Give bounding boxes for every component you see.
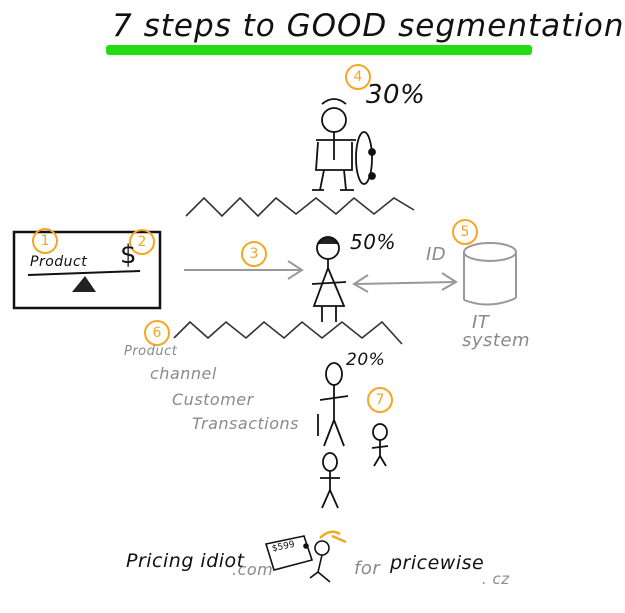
zigzag-divider-top xyxy=(185,196,415,218)
step-badge-1: 1 xyxy=(32,228,58,254)
id-label: ID xyxy=(426,244,447,265)
segment-percent-top: 30% xyxy=(366,80,426,110)
step-badge-3: 3 xyxy=(241,241,267,267)
id-double-arrow xyxy=(352,272,458,293)
person-icon xyxy=(320,452,340,509)
footer-brand-suffix: .com xyxy=(232,560,274,579)
step-badge-2: 2 xyxy=(129,229,155,255)
balance-scale-icon xyxy=(12,230,162,310)
footer-brand: Pricing idiot xyxy=(126,550,245,572)
arrow-to-segments xyxy=(184,260,304,280)
step-badge-6: 6 xyxy=(144,320,170,346)
step-badge-7: 7 xyxy=(367,387,393,413)
person-icon xyxy=(309,530,347,583)
footer-partner: pricewise xyxy=(390,552,485,574)
person-icon xyxy=(311,236,347,322)
title-underline xyxy=(106,45,532,55)
zigzag-divider-bottom xyxy=(173,320,403,345)
page-title: 7 steps to GOOD segmentation xyxy=(112,8,625,44)
database-cylinder-icon xyxy=(463,242,517,306)
sketch-drawing xyxy=(12,45,532,583)
segment-percent-bottom: 20% xyxy=(346,350,386,370)
scale-product-label: Product xyxy=(30,254,88,270)
person-icon xyxy=(317,362,349,447)
criteria-customer: Customer xyxy=(172,390,254,409)
step-badge-4: 4 xyxy=(345,64,371,90)
person-icon xyxy=(371,423,389,467)
criteria-transactions: Transactions xyxy=(192,414,299,433)
footer-for: for xyxy=(354,558,381,579)
step-badge-5: 5 xyxy=(452,219,478,245)
criteria-channel: channel xyxy=(150,364,217,383)
it-system-line1: IT xyxy=(472,312,490,333)
person-icon xyxy=(312,98,376,191)
criteria-product: Product xyxy=(124,344,178,359)
segment-percent-middle: 50% xyxy=(350,230,396,254)
price-tag-icon xyxy=(264,535,314,571)
segmentation-sketch: 7 steps to GOOD segmentation xyxy=(12,8,624,588)
scale-dollar-label: $ xyxy=(120,240,137,270)
footer-partner-suffix: . cz xyxy=(482,570,510,588)
it-system-line2: system xyxy=(462,330,531,351)
